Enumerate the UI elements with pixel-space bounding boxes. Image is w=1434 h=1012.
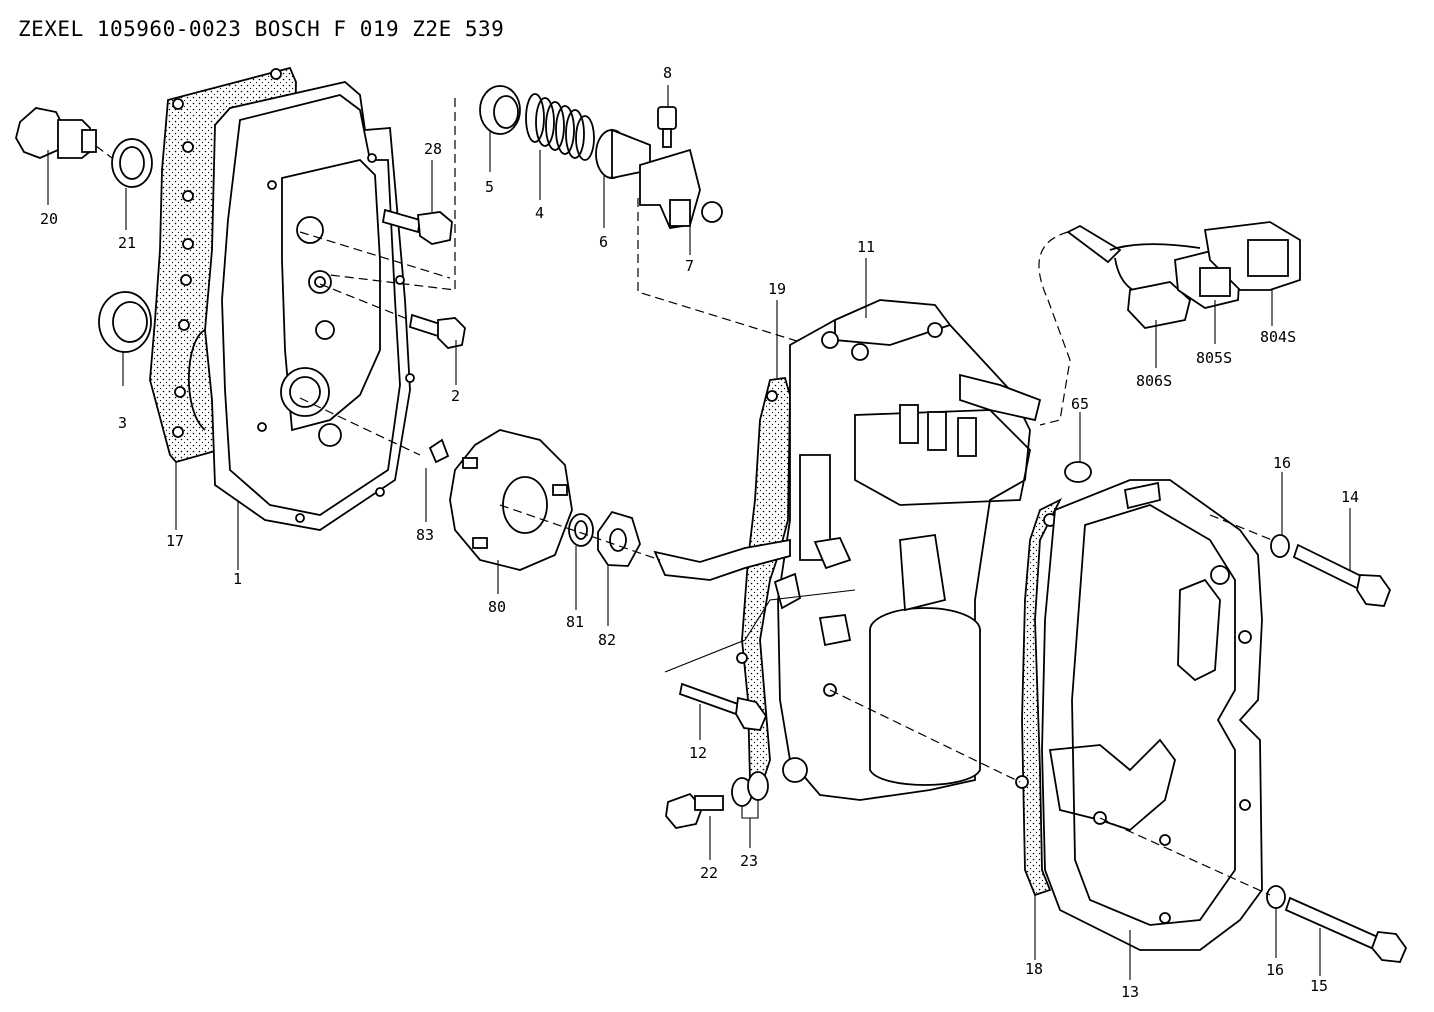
part-65-plug — [1064, 461, 1092, 483]
label-806s: 806S — [1136, 372, 1172, 390]
label-7: 7 — [685, 257, 694, 275]
part-22-bolt — [665, 792, 724, 829]
label-80: 80 — [488, 598, 506, 616]
label-1: 1 — [233, 570, 242, 588]
label-5: 5 — [485, 178, 494, 196]
label-11: 11 — [857, 238, 875, 256]
part-15-bolt — [1284, 896, 1408, 963]
label-81: 81 — [566, 613, 584, 631]
part-19-gasket — [736, 377, 791, 792]
label-16-top: 16 — [1273, 454, 1291, 472]
part-5-seal — [479, 85, 521, 135]
label-805s: 805S — [1196, 349, 1232, 367]
label-16-bottom: 16 — [1266, 961, 1284, 979]
part-8-screw — [657, 106, 677, 148]
label-65: 65 — [1071, 395, 1089, 413]
label-3: 3 — [118, 414, 127, 432]
part-81-washer — [568, 513, 594, 547]
part-16-washer-bottom — [1266, 885, 1286, 909]
connector-harness — [1066, 221, 1301, 329]
label-19: 19 — [768, 280, 786, 298]
part-82-nut — [597, 510, 641, 567]
part-1-housing — [187, 81, 415, 531]
part-labels: 20 21 3 17 1 28 2 5 4 6 8 7 11 19 806S 8… — [40, 64, 1359, 1001]
label-14: 14 — [1341, 488, 1359, 506]
part-14-bolt — [1292, 543, 1392, 607]
part-2-bolt — [408, 313, 466, 349]
part-12-bolt — [678, 682, 768, 731]
label-83: 83 — [416, 526, 434, 544]
label-28: 28 — [424, 140, 442, 158]
part-11-governor-housing — [653, 299, 1042, 801]
part-7-bracket — [639, 148, 723, 229]
part-3-oil-seal — [98, 291, 152, 353]
part-28-bolt — [381, 208, 453, 245]
label-8: 8 — [663, 64, 672, 82]
label-20: 20 — [40, 210, 58, 228]
label-6: 6 — [599, 233, 608, 251]
label-2: 2 — [451, 387, 460, 405]
part-16-washer-top — [1270, 534, 1290, 558]
label-4: 4 — [535, 204, 544, 222]
leader-lines — [47, 85, 1351, 980]
label-13: 13 — [1121, 983, 1139, 1001]
part-83-key — [428, 438, 450, 464]
part-18-gasket — [1015, 497, 1063, 897]
part-13-cover — [1041, 479, 1263, 951]
label-12: 12 — [689, 744, 707, 762]
label-18: 18 — [1025, 960, 1043, 978]
part-4-spring — [525, 93, 595, 161]
label-82: 82 — [598, 631, 616, 649]
part-80-gear — [449, 429, 573, 571]
label-22: 22 — [700, 864, 718, 882]
label-23: 23 — [740, 852, 758, 870]
label-15: 15 — [1310, 977, 1328, 995]
label-804s: 804S — [1260, 328, 1296, 346]
diagram-title: ZEXEL 105960-0023 BOSCH F 019 Z2E 539 — [18, 17, 504, 41]
part-20-plug — [15, 107, 97, 159]
label-17: 17 — [166, 532, 184, 550]
part-23-washers — [731, 771, 769, 807]
part-21-washer — [111, 138, 153, 188]
label-21: 21 — [118, 234, 136, 252]
